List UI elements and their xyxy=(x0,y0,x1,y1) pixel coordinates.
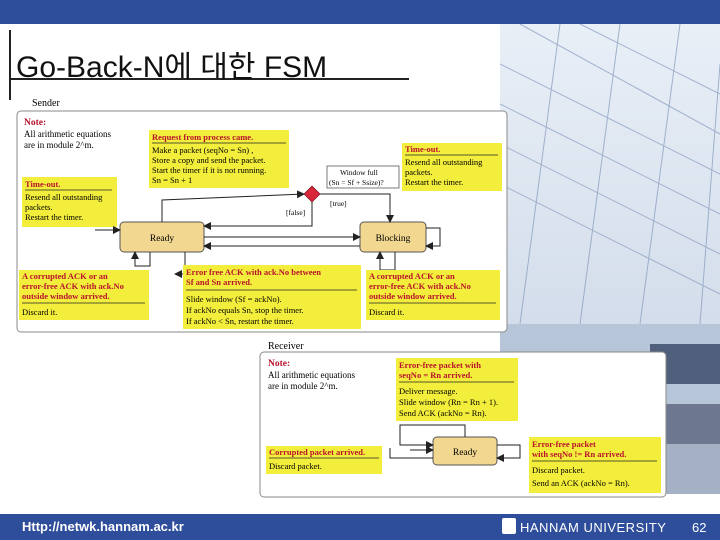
timeout-right-line-3: Restart the timer. xyxy=(405,177,463,187)
receiver-errorfree-action-3: Send ACK (ackNo = Rn). xyxy=(399,408,487,418)
corrupted-right-action: Discard it. xyxy=(369,307,404,317)
corrupted-right-line-1: A corrupted ACK or an xyxy=(369,271,455,281)
ready-self-loop-left xyxy=(131,251,151,267)
window-full-condition: (Sn = Sf + Ssize)? xyxy=(329,178,384,187)
footer-university: HANNAM UNIVERSITY xyxy=(520,520,667,535)
timeout-right-box xyxy=(402,143,502,191)
receiver-mismatch-title-1: Error-free packet xyxy=(532,439,596,449)
receiver-label: Receiver xyxy=(268,341,304,352)
university-logo-icon xyxy=(502,518,516,534)
receiver-mismatch-title-2: with seqNo != Rn arrived. xyxy=(532,449,626,459)
receiver-errorfree-action-1: Deliver message. xyxy=(399,386,458,396)
corrupted-left-line-3: outside window arrived. xyxy=(22,291,110,301)
receiver-note-title: Note: xyxy=(268,359,290,369)
request-box xyxy=(149,130,289,188)
timeout-left-box xyxy=(22,177,117,227)
request-line-2: Store a copy and send the packet. xyxy=(152,155,266,165)
corrupted-left-box xyxy=(19,270,149,320)
errorfree-ack-box xyxy=(183,265,361,329)
receiver-note-line-2: are in module 2^m. xyxy=(268,381,338,391)
window-full-box xyxy=(326,165,400,189)
ready-to-decision-arrow xyxy=(161,190,305,222)
sender-ready-label: Ready xyxy=(150,234,175,244)
receiver-errorfree-action-2: Slide window (Rn = Rn + 1). xyxy=(399,397,498,407)
errorfree-ack-title-1: Error free ACK with ack.No between xyxy=(186,267,321,277)
receiver-corrupted-box xyxy=(266,446,382,474)
request-title: Request from process came. xyxy=(152,132,253,142)
corrupted-right-line-3: outside window arrived. xyxy=(369,291,457,301)
corrupted-left-line-2: error-free ACK with ack.No xyxy=(22,281,124,291)
receiver-errorfree-loop xyxy=(399,424,466,449)
receiver-corrupted-action: Discard packet. xyxy=(269,461,322,471)
receiver-corrupted-title: Corrupted packet arrived. xyxy=(269,447,365,457)
timeout-right-title: Time-out. xyxy=(405,144,441,154)
receiver-mismatch-box xyxy=(529,437,661,493)
timeout-left-line-1: Resend all outstanding xyxy=(25,192,103,202)
corrupted-right-box xyxy=(366,270,500,320)
timeout-left-line-3: Restart the timer. xyxy=(25,212,83,222)
timeout-left-title: Time-out. xyxy=(25,179,61,189)
corrupted-right-line-2: error-free ACK with ack.No xyxy=(369,281,471,291)
receiver-mismatch-action-2: Send an ACK (ackNo = Rn). xyxy=(532,478,630,488)
errorfree-ack-action-3: If ackNo < Sn, restart the timer. xyxy=(186,316,294,326)
request-line-4: Sn = Sn + 1 xyxy=(152,175,192,185)
sender-note-line-1: All arithmetic equations xyxy=(24,129,111,139)
decision-true-arrow xyxy=(320,193,394,223)
receiver-mismatch-loop xyxy=(496,444,521,462)
corrupted-left-action: Discard it. xyxy=(22,307,57,317)
receiver-ready-label: Ready xyxy=(453,448,478,458)
footer-url: Http://netwk.hannam.ac.kr xyxy=(22,519,184,534)
top-bar xyxy=(0,0,720,24)
errorfree-ack-title-2: Sf and Sn arrived. xyxy=(186,277,252,287)
errorfree-ack-action-2: If ackNo equals Sn, stop the timer. xyxy=(186,305,304,315)
decision-false-arrow xyxy=(203,202,313,230)
corrupted-left-line-1: A corrupted ACK or an xyxy=(22,271,108,281)
title-underline xyxy=(9,78,409,80)
footer-bar: Http://netwk.hannam.ac.kr HANNAM UNIVERS… xyxy=(0,514,720,540)
request-line-1: Make a packet (seqNo = Sn) , xyxy=(152,145,253,155)
receiver-errorfree-title-2: seqNo = Rn arrived. xyxy=(399,370,472,380)
blocking-label: Blocking xyxy=(376,234,411,244)
receiver-errorfree-title-1: Error-free packet with xyxy=(399,360,481,370)
receiver-errorfree-box xyxy=(396,358,518,421)
sender-note-line-2: are in module 2^m. xyxy=(24,140,94,150)
request-line-3: Start the timer if it is not running. xyxy=(152,165,266,175)
sender-label: Sender xyxy=(32,98,60,109)
receiver-mismatch-action-1: Discard packet. xyxy=(532,465,585,475)
page-title: Go-Back-N에 대한 FSM xyxy=(16,51,328,84)
page-number: 62 xyxy=(692,520,707,535)
receiver-note-line-1: All arithmetic equations xyxy=(268,370,355,380)
blocking-self-loop-right xyxy=(425,227,441,250)
receiver-corrupted-loop xyxy=(389,448,433,459)
timeout-right-line-2: packets. xyxy=(405,167,433,177)
window-full-label: Window full xyxy=(340,168,378,177)
fsm-diagram: Sender Note: All arithmetic equations ar… xyxy=(16,98,667,498)
title-vertical-rule xyxy=(9,30,11,100)
timeout-left-line-2: packets. xyxy=(25,202,53,212)
true-label: [true] xyxy=(330,199,347,208)
errorfree-ack-action-1: Slide window (Sf = ackNo). xyxy=(186,294,282,304)
timeout-right-line-1: Resend all outstanding xyxy=(405,157,483,167)
false-label: [false] xyxy=(286,208,305,217)
sender-note-title: Note: xyxy=(24,118,46,128)
